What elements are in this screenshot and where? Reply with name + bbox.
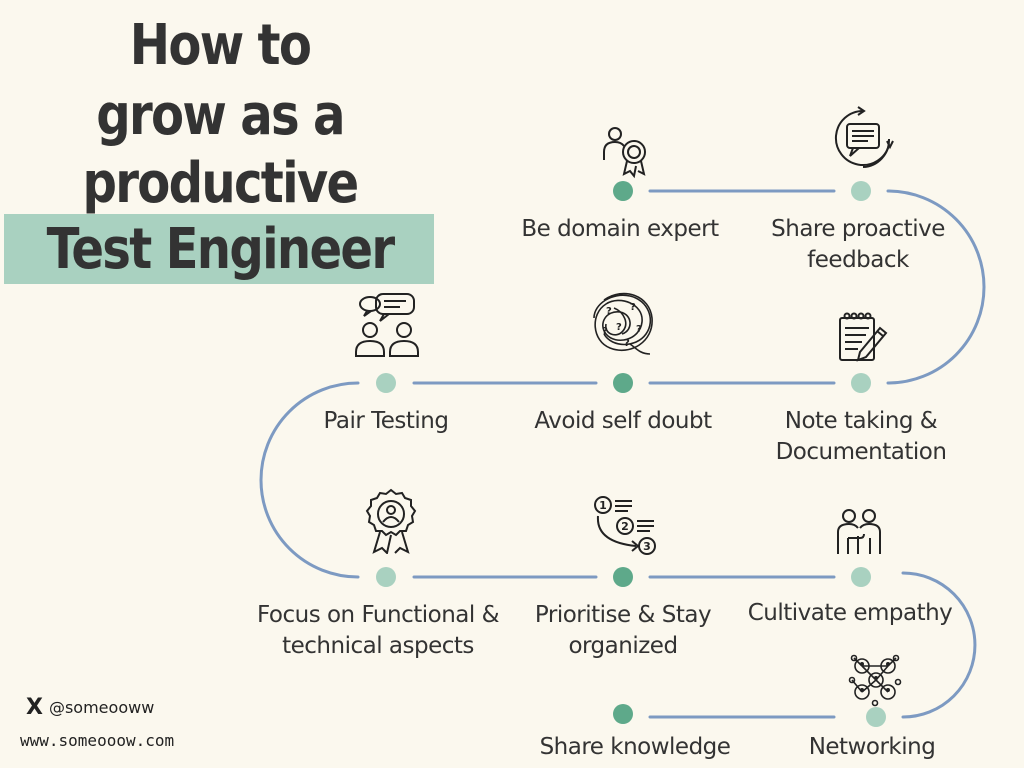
- svg-text:?: ?: [602, 326, 608, 337]
- step-label-note-taking: Note taking & Documentation: [776, 406, 947, 468]
- step-dot-networking: [866, 707, 886, 727]
- roadmap-line: [259, 189, 986, 719]
- tangled-thoughts-icon: ??? ???: [593, 292, 653, 355]
- step-label-line: organized: [568, 633, 678, 659]
- svg-text:?: ?: [606, 306, 612, 317]
- title-line-2: grow as a: [96, 83, 345, 148]
- title-line-3: productive: [82, 151, 359, 216]
- title-block: How to grow as a productive Test Enginee…: [0, 0, 440, 300]
- step-label-line: Be domain expert: [521, 216, 719, 242]
- step-dot-pair-testing: [376, 373, 396, 393]
- svg-text:3: 3: [643, 540, 651, 553]
- step-label-domain-expert: Be domain expert: [521, 214, 719, 245]
- title-line-4: Test Engineer: [46, 217, 395, 282]
- people-hug-icon: [837, 509, 881, 554]
- step-label-line: Note taking &: [784, 408, 938, 434]
- svg-text:2: 2: [621, 520, 629, 533]
- step-label-line: Pair Testing: [323, 408, 449, 434]
- social-handle: X @someooww: [26, 694, 155, 720]
- step-label-line: feedback: [807, 247, 909, 273]
- badge-person-icon: [365, 488, 417, 554]
- title-highlight-band: [4, 214, 434, 284]
- social-handle-text: @someooww: [48, 697, 155, 717]
- step-dot-self-doubt: [613, 373, 633, 393]
- step-label-line: Avoid self doubt: [534, 408, 712, 434]
- step-label-pair-testing: Pair Testing: [324, 406, 449, 437]
- network-people-icon: [848, 654, 902, 707]
- svg-text:?: ?: [624, 338, 630, 349]
- svg-text:?: ?: [630, 302, 636, 313]
- title-line-1: How to: [129, 13, 312, 78]
- step-dot-share-knowledge: [613, 704, 633, 724]
- svg-text:1: 1: [599, 499, 607, 512]
- notepad-pen-icon: [839, 312, 888, 362]
- website-url: www.someooow.com: [20, 731, 175, 750]
- step-label-line: Networking: [808, 734, 936, 760]
- svg-text:?: ?: [636, 324, 642, 335]
- svg-text:?: ?: [616, 322, 622, 333]
- step-label-line: Prioritise & Stay: [534, 602, 712, 628]
- step-label-line: Share proactive: [771, 216, 945, 242]
- step-label-functional-technical: Focus on Functional & technical aspects: [256, 600, 500, 662]
- step-label-line: Documentation: [775, 439, 947, 465]
- two-people-chat-icon: [355, 293, 419, 357]
- step-label-empathy: Cultivate empathy: [748, 598, 953, 629]
- chat-feedback-icon: [834, 106, 894, 168]
- x-logo-icon: X: [26, 694, 43, 720]
- step-label-self-doubt: Avoid self doubt: [534, 406, 712, 437]
- step-label-share-knowledge: Share knowledge: [540, 732, 731, 763]
- step-dot-empathy: [851, 567, 871, 587]
- step-label-line: Share knowledge: [539, 734, 731, 760]
- step-dot-proactive-feedback: [851, 181, 871, 201]
- step-dot-prioritise: [613, 567, 633, 587]
- award-person-icon: [603, 127, 646, 179]
- step-label-networking: Networking: [809, 732, 936, 763]
- step-dot-note-taking: [851, 373, 871, 393]
- numbered-list-icon: 1 2 3: [594, 496, 656, 555]
- step-dot-domain-expert: [613, 181, 633, 201]
- step-label-line: technical aspects: [282, 633, 474, 659]
- step-dot-functional-technical: [376, 567, 396, 587]
- step-label-line: Cultivate empathy: [747, 600, 953, 626]
- step-label-prioritise: Prioritise & Stay organized: [534, 600, 712, 662]
- step-label-proactive-feedback: Share proactive feedback: [771, 214, 945, 276]
- step-label-line: Focus on Functional &: [256, 602, 500, 628]
